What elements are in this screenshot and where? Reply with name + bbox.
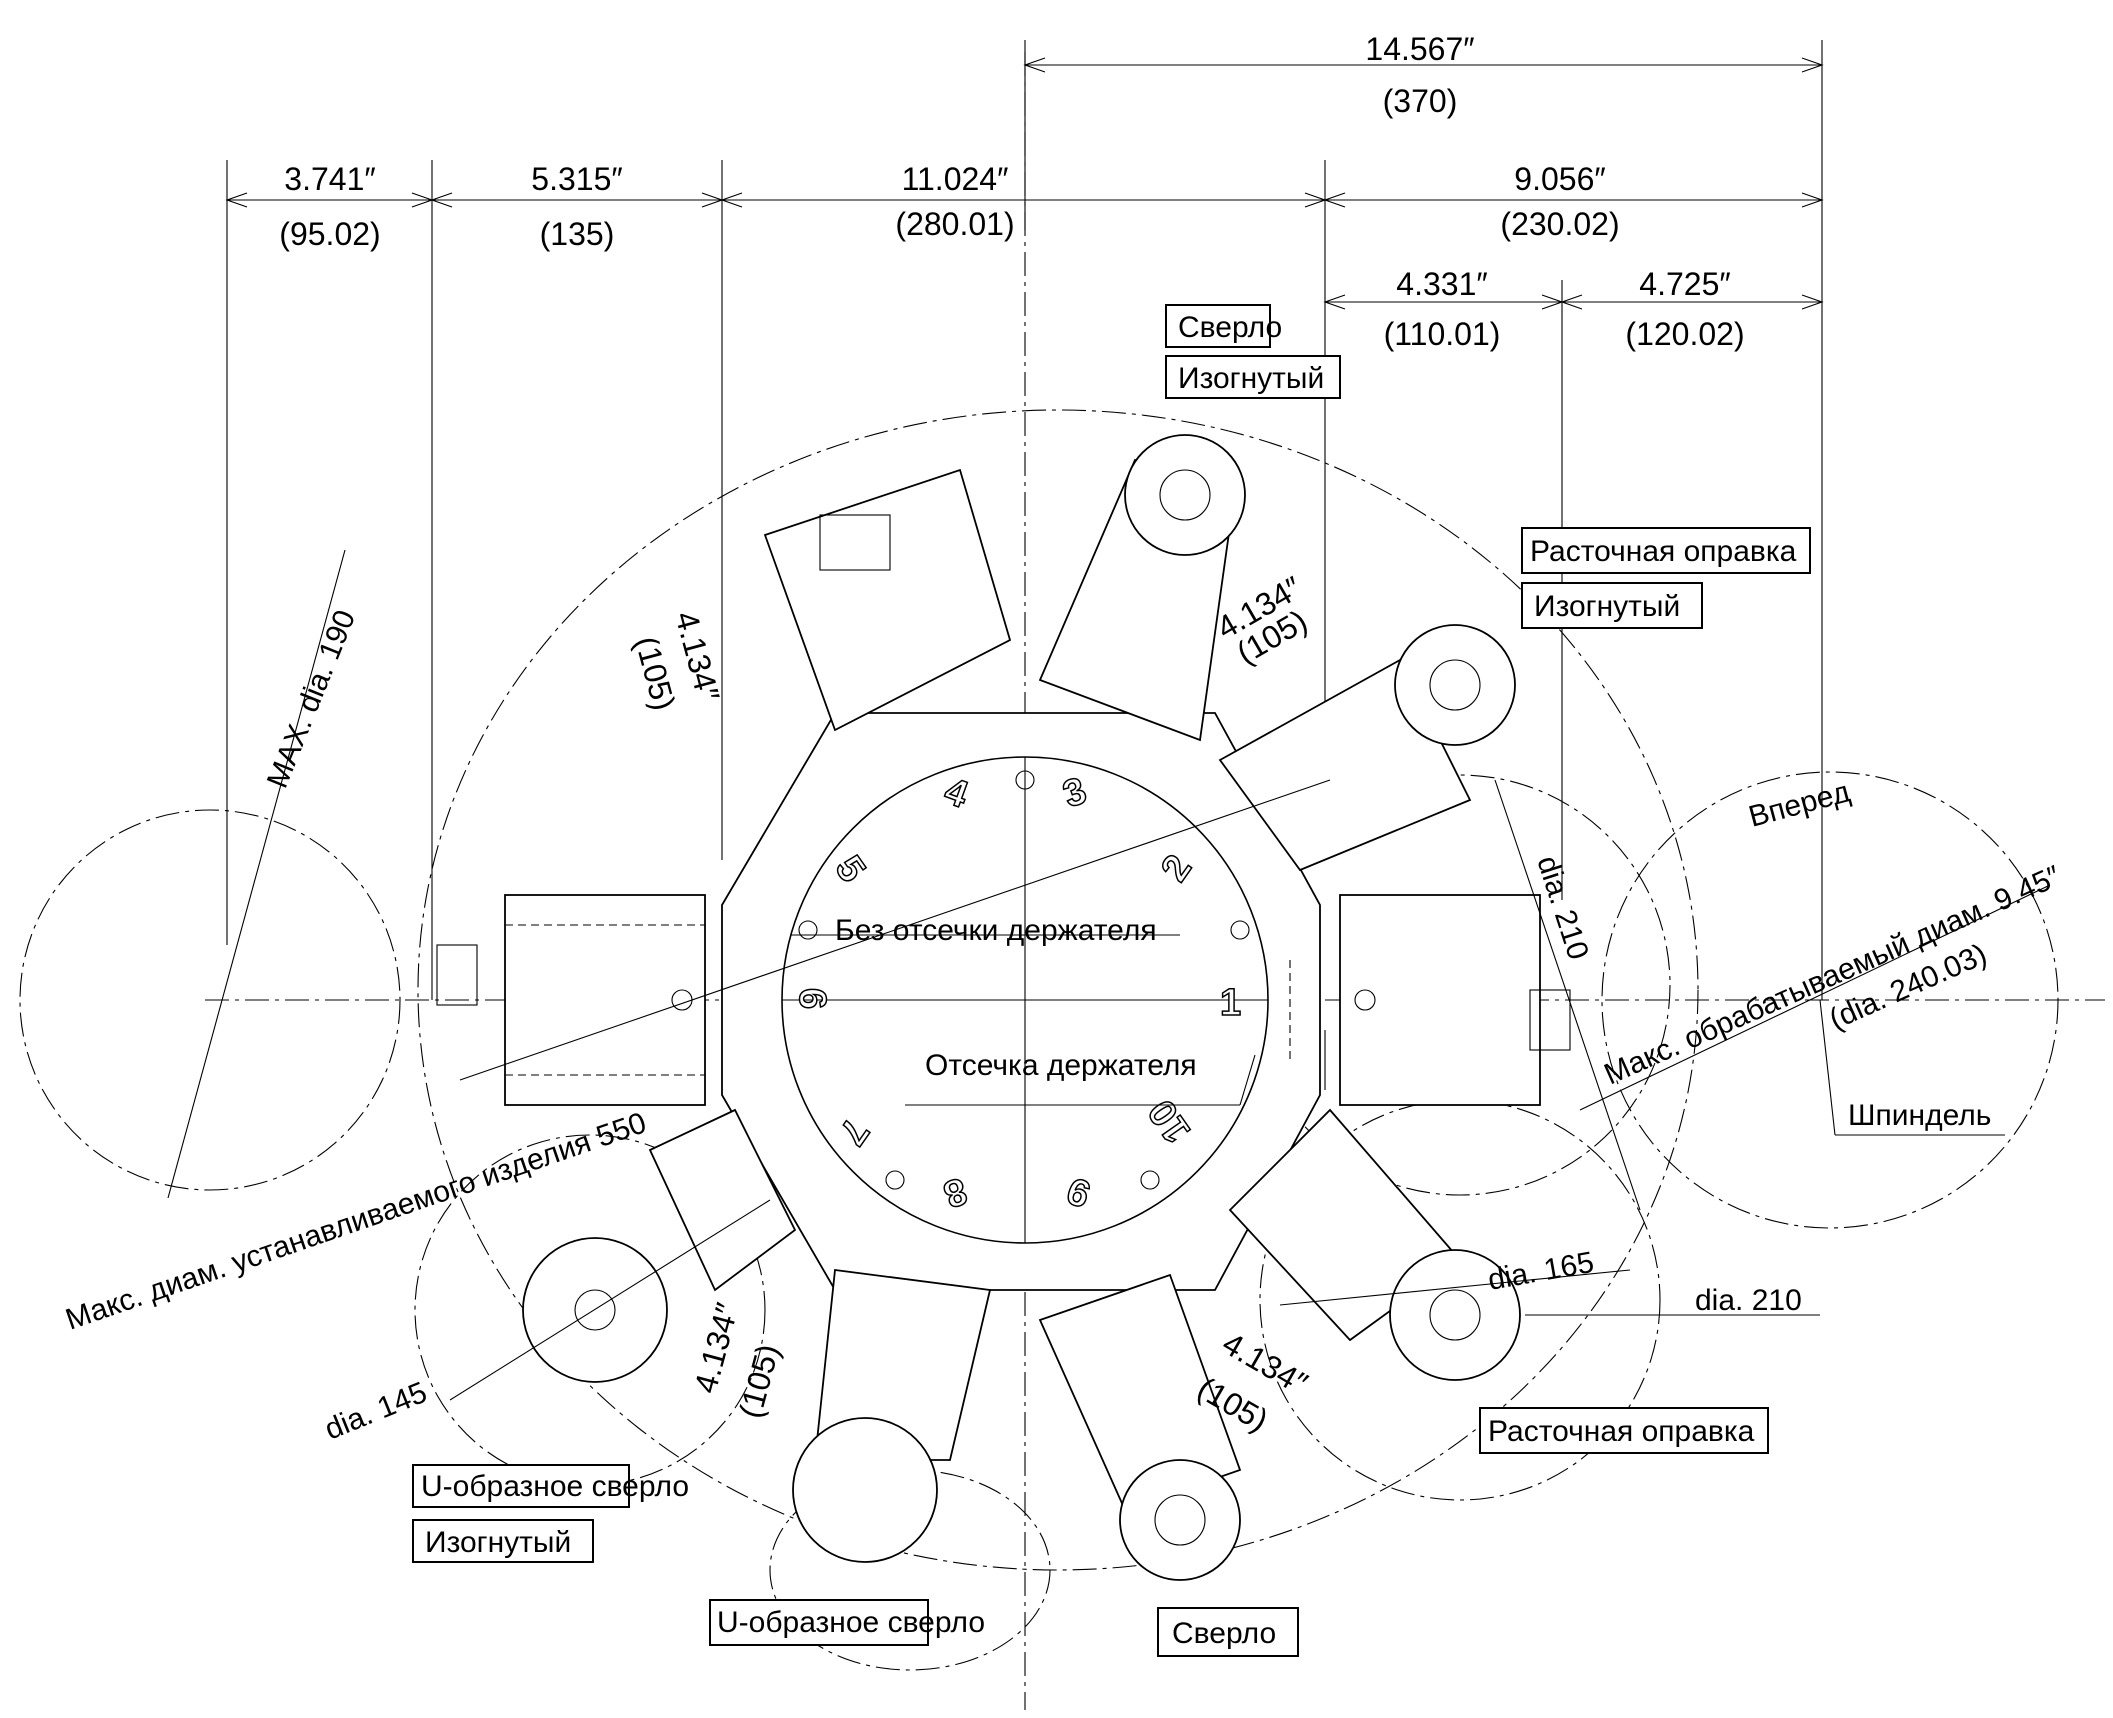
dim-d4-inch: 9.056″	[1514, 161, 1605, 197]
box-boring-bottom: Расточная оправка	[1488, 1415, 1755, 1448]
no-cutoff-label: Без отсечки держателя	[835, 914, 1157, 947]
holder-left-lower	[648, 1108, 797, 1292]
holder-bottom-left	[814, 1268, 992, 1461]
dim-d1-inch: 3.741″	[284, 161, 375, 197]
pitch-tl-mm: (105)	[628, 632, 682, 713]
holder-left	[504, 894, 706, 1106]
box-drill-bottom: Сверло	[1172, 1617, 1276, 1650]
spindle-label: Шпиндель	[1848, 1099, 1991, 1132]
dim-d3-inch: 11.024″	[902, 161, 1009, 197]
station-1: 1	[1220, 982, 1241, 1024]
dia-165-label: dia. 165	[1485, 1246, 1596, 1297]
leader-lines	[167, 549, 2051, 1401]
holder-bottom-right	[1038, 1273, 1242, 1512]
holder-top-left	[763, 468, 1012, 732]
max-work-dia-label: Макс. обрабатываемый диам. 9.45″	[1599, 859, 2066, 1091]
dim-d3-mm: (280.01)	[895, 206, 1014, 242]
box-drill-top: Сверло	[1178, 311, 1282, 344]
tool-boxes: Сверло Изогнутый Расточная оправка Изогн…	[412, 304, 1811, 1657]
dim-d1-mm: (95.02)	[279, 216, 380, 252]
max-dia-190-label: MAX. dia. 190	[261, 606, 362, 793]
forward-label: Вперед	[1745, 775, 1853, 834]
dim-d4-mm: (230.02)	[1500, 206, 1619, 242]
box-u-drill-left: U-образное сверло	[421, 1470, 689, 1503]
dim-d2-inch: 5.315″	[531, 161, 622, 197]
holder-right	[1339, 894, 1541, 1106]
dim-total-inch: 14.567″	[1365, 31, 1474, 67]
dim-d6-inch: 4.725″	[1639, 266, 1730, 302]
dim-d2-mm: (135)	[540, 216, 615, 252]
box-bent-top: Изогнутый	[1178, 362, 1324, 395]
box-bent-right: Изогнутый	[1534, 590, 1680, 623]
box-bent-left: Изогнутый	[425, 1526, 571, 1559]
dim-d5-inch: 4.331″	[1396, 266, 1487, 302]
tool-holders	[436, 434, 1571, 1581]
dia-210-label-b: dia. 210	[1695, 1284, 1802, 1317]
box-u-drill-bottom: U-образное сверло	[717, 1606, 985, 1639]
pitch-bl-inch: 4.134″	[687, 1299, 745, 1397]
dia-145-label: dia. 145	[320, 1376, 431, 1447]
dim-d6-mm: (120.02)	[1625, 316, 1744, 352]
dimension-lines	[225, 57, 1824, 310]
dim-total-mm: (370)	[1383, 83, 1458, 119]
box-boring-top: Расточная оправка	[1530, 535, 1797, 568]
dim-d5-mm: (110.01)	[1384, 316, 1501, 352]
pitch-bl-mm: (105)	[732, 1340, 786, 1421]
station-6: 6	[791, 988, 833, 1009]
cutoff-label: Отсечка держателя	[925, 1049, 1197, 1082]
